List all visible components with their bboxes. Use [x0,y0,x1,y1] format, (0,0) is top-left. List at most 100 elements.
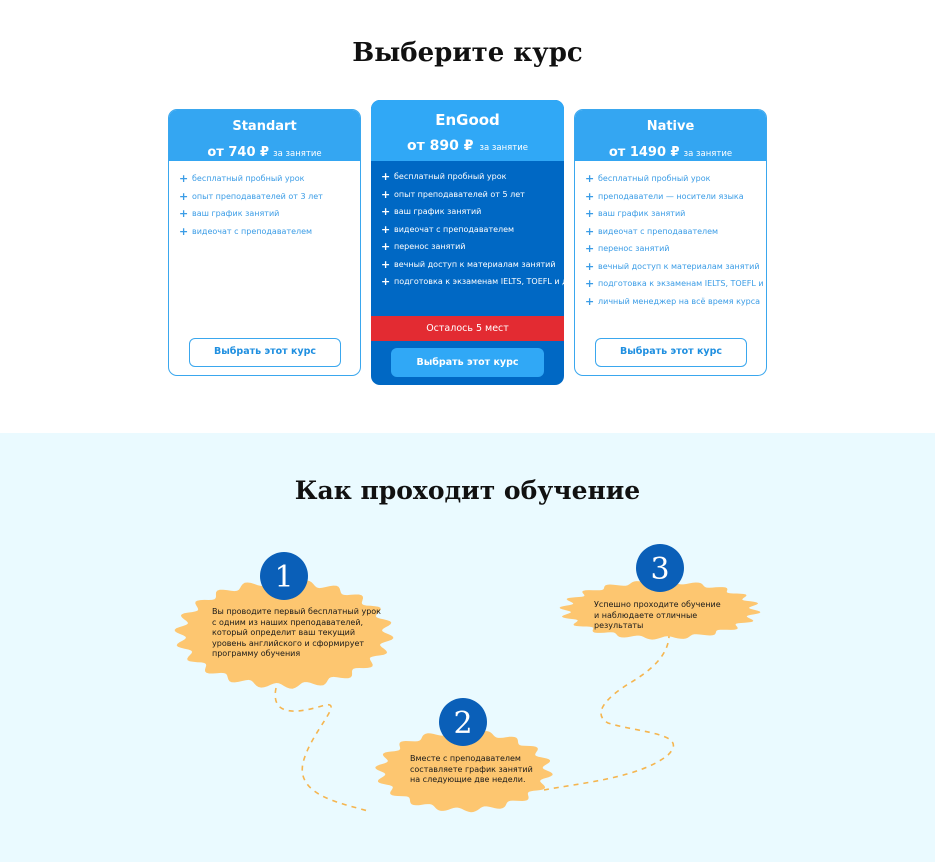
feature-text: опыт преподавателей от 5 лет [394,189,525,199]
step-1-line: с одним из наших преподавателей, [212,617,364,627]
card-header: EnGood от 890 ₽ за занятие [371,100,564,161]
card-price: от 1490 ₽ [608,145,680,160]
feature-text: подготовка к экзаменам IELTS, TOEFL и др… [394,277,564,286]
card-price-row: от 1490 ₽за занятие [575,141,766,160]
feature-item: +видеочат с преподавателем [179,223,360,241]
plus-icon: + [585,242,595,255]
card-price: от 740 ₽ [207,145,270,160]
feature-list: +бесплатный пробный урок +опыт преподава… [169,161,360,240]
feature-text: опыт преподавателей от 3 лет [192,191,323,201]
step-3-line: и наблюдаете отличные результаты [594,610,698,631]
plus-icon: + [179,172,189,185]
card-price-row: от 890 ₽ за занятие [371,135,564,154]
feature-item: +вечный доступ к материалам занятий [381,256,564,274]
plus-icon: + [585,224,595,238]
feature-item: +подготовка к экзаменам IELTS, TOEFL и д… [381,273,564,291]
process-section: Как проходит обучение 1 2 3 Вы проводите… [0,433,935,862]
feature-text: личный менеджер на всё время курса [598,296,761,306]
step-1-line: программу обучения [212,649,301,658]
step-2-line: Вместе с преподавателем [410,754,521,763]
feature-item: +личный менеджер на всё время курса [585,293,766,311]
plus-icon: + [585,294,595,308]
dashed-path [274,632,675,812]
step-2-line: составляете график занятий [410,764,533,774]
step-1-line: уровень английского и сформирует [212,638,365,648]
plus-icon: + [381,275,391,288]
feature-text: видеочат с преподавателем [394,224,515,234]
step-3-number: 3 [650,552,669,587]
feature-text: преподаватели — носители языка [598,191,744,201]
feature-text: видеочат с преподавателем [192,226,313,236]
feature-item: +бесплатный пробный урок [585,170,766,188]
process-title: Как проходит обучение [294,476,641,505]
step-1-line: который определит ваш текущий [212,628,356,637]
step-2-text: Вместе с преподавателем составляете граф… [410,754,540,786]
card-header: Standart от 740 ₽за занятие [169,110,360,161]
plus-icon: + [381,187,391,201]
feature-item: +бесплатный пробный урок [381,168,564,186]
pricing-section: Выберите курс Standart от 740 ₽за заняти… [168,38,767,385]
card-price-unit: за занятие [683,149,733,159]
card-price-unit: за занятие [479,143,528,153]
pricing-card-engood: EnGood от 890 ₽за занятие +бесплатный пр… [371,100,564,385]
card-price: от 890 ₽ [407,138,474,154]
card-price-unit: за занятие [273,149,322,159]
feature-text: подготовка к экзаменам IELTS, TOEFL и др… [598,279,767,288]
card-title: EnGood [435,111,500,129]
feature-item: +вечный доступ к материалам занятий [585,258,766,276]
feature-text: видеочат с преподавателем [598,226,719,236]
feature-list: +бесплатный пробный урок +опыт преподава… [371,161,564,291]
feature-text: ваш график занятий [192,209,280,218]
step-2-number: 2 [453,706,472,741]
plus-icon: + [179,224,189,238]
step-1-text: Вы проводите первый бесплатный урок с од… [212,607,382,660]
feature-item: +видеочат с преподавателем [381,221,564,239]
feature-text: перенос занятий [394,242,466,251]
step-1-number-circle [260,552,308,600]
feature-item: +опыт преподавателей от 5 лет [381,186,564,204]
plus-icon: + [381,205,391,218]
card-title: Standart [232,119,297,134]
feature-text: бесплатный пробный урок [192,174,305,183]
plus-icon: + [381,222,391,236]
plus-icon: + [179,189,189,203]
feature-item: +ваш график занятий [381,203,564,221]
feature-item: +бесплатный пробный урок [179,170,360,188]
step-2-line: на следующие две недели. [410,775,526,784]
choose-standart-button[interactable]: Выбрать этот курс [189,338,341,367]
card-price-row: от 740 ₽за занятие [169,141,360,160]
feature-item: +преподаватели — носители языка [585,188,766,206]
step-1-line: Вы проводите первый бесплатный урок [212,607,382,616]
plus-icon: + [381,240,391,253]
feature-text: бесплатный пробный урок [598,174,711,183]
feature-item: +перенос занятий [585,240,766,258]
step-3-text: Успешно проходите обучение и наблюдаете … [594,600,744,632]
pricing-card-standart: Standart от 740 ₽за занятие +бесплатный … [168,109,361,376]
card-header: Native от 1490 ₽за занятие [575,110,766,161]
feature-text: вечный доступ к материалам занятий [394,259,556,269]
choose-native-button[interactable]: Выбрать этот курс [595,338,747,367]
choose-engood-button[interactable]: Выбрать этот курс [391,348,544,377]
remaining-seats-banner: Осталось 5 мест [371,316,564,341]
step-3-line: Успешно проходите обучение [594,600,721,609]
feature-item: +перенос занятий [381,238,564,256]
feature-text: бесплатный пробный урок [394,172,507,181]
feature-list: +бесплатный пробный урок +преподаватели … [575,161,766,310]
feature-text: перенос занятий [598,244,670,253]
plus-icon: + [585,207,595,220]
step-2-number-circle [439,698,487,746]
plus-icon: + [381,257,391,271]
pricing-card-native: Native от 1490 ₽за занятие +бесплатный п… [574,109,767,376]
card-title: Native [646,119,695,134]
feature-item: +опыт преподавателей от 3 лет [179,188,360,206]
step-3-badge [559,580,761,640]
step-1-badge [174,579,394,689]
feature-item: +подготовка к экзаменам IELTS, TOEFL и д… [585,275,766,293]
plus-icon: + [585,172,595,185]
plus-icon: + [585,259,595,273]
feature-text: вечный доступ к материалам занятий [598,261,760,271]
step-1-number: 1 [274,560,293,595]
pricing-title: Выберите курс [352,38,583,68]
feature-item: +ваш график занятий [585,205,766,223]
feature-text: ваш график занятий [598,209,686,218]
